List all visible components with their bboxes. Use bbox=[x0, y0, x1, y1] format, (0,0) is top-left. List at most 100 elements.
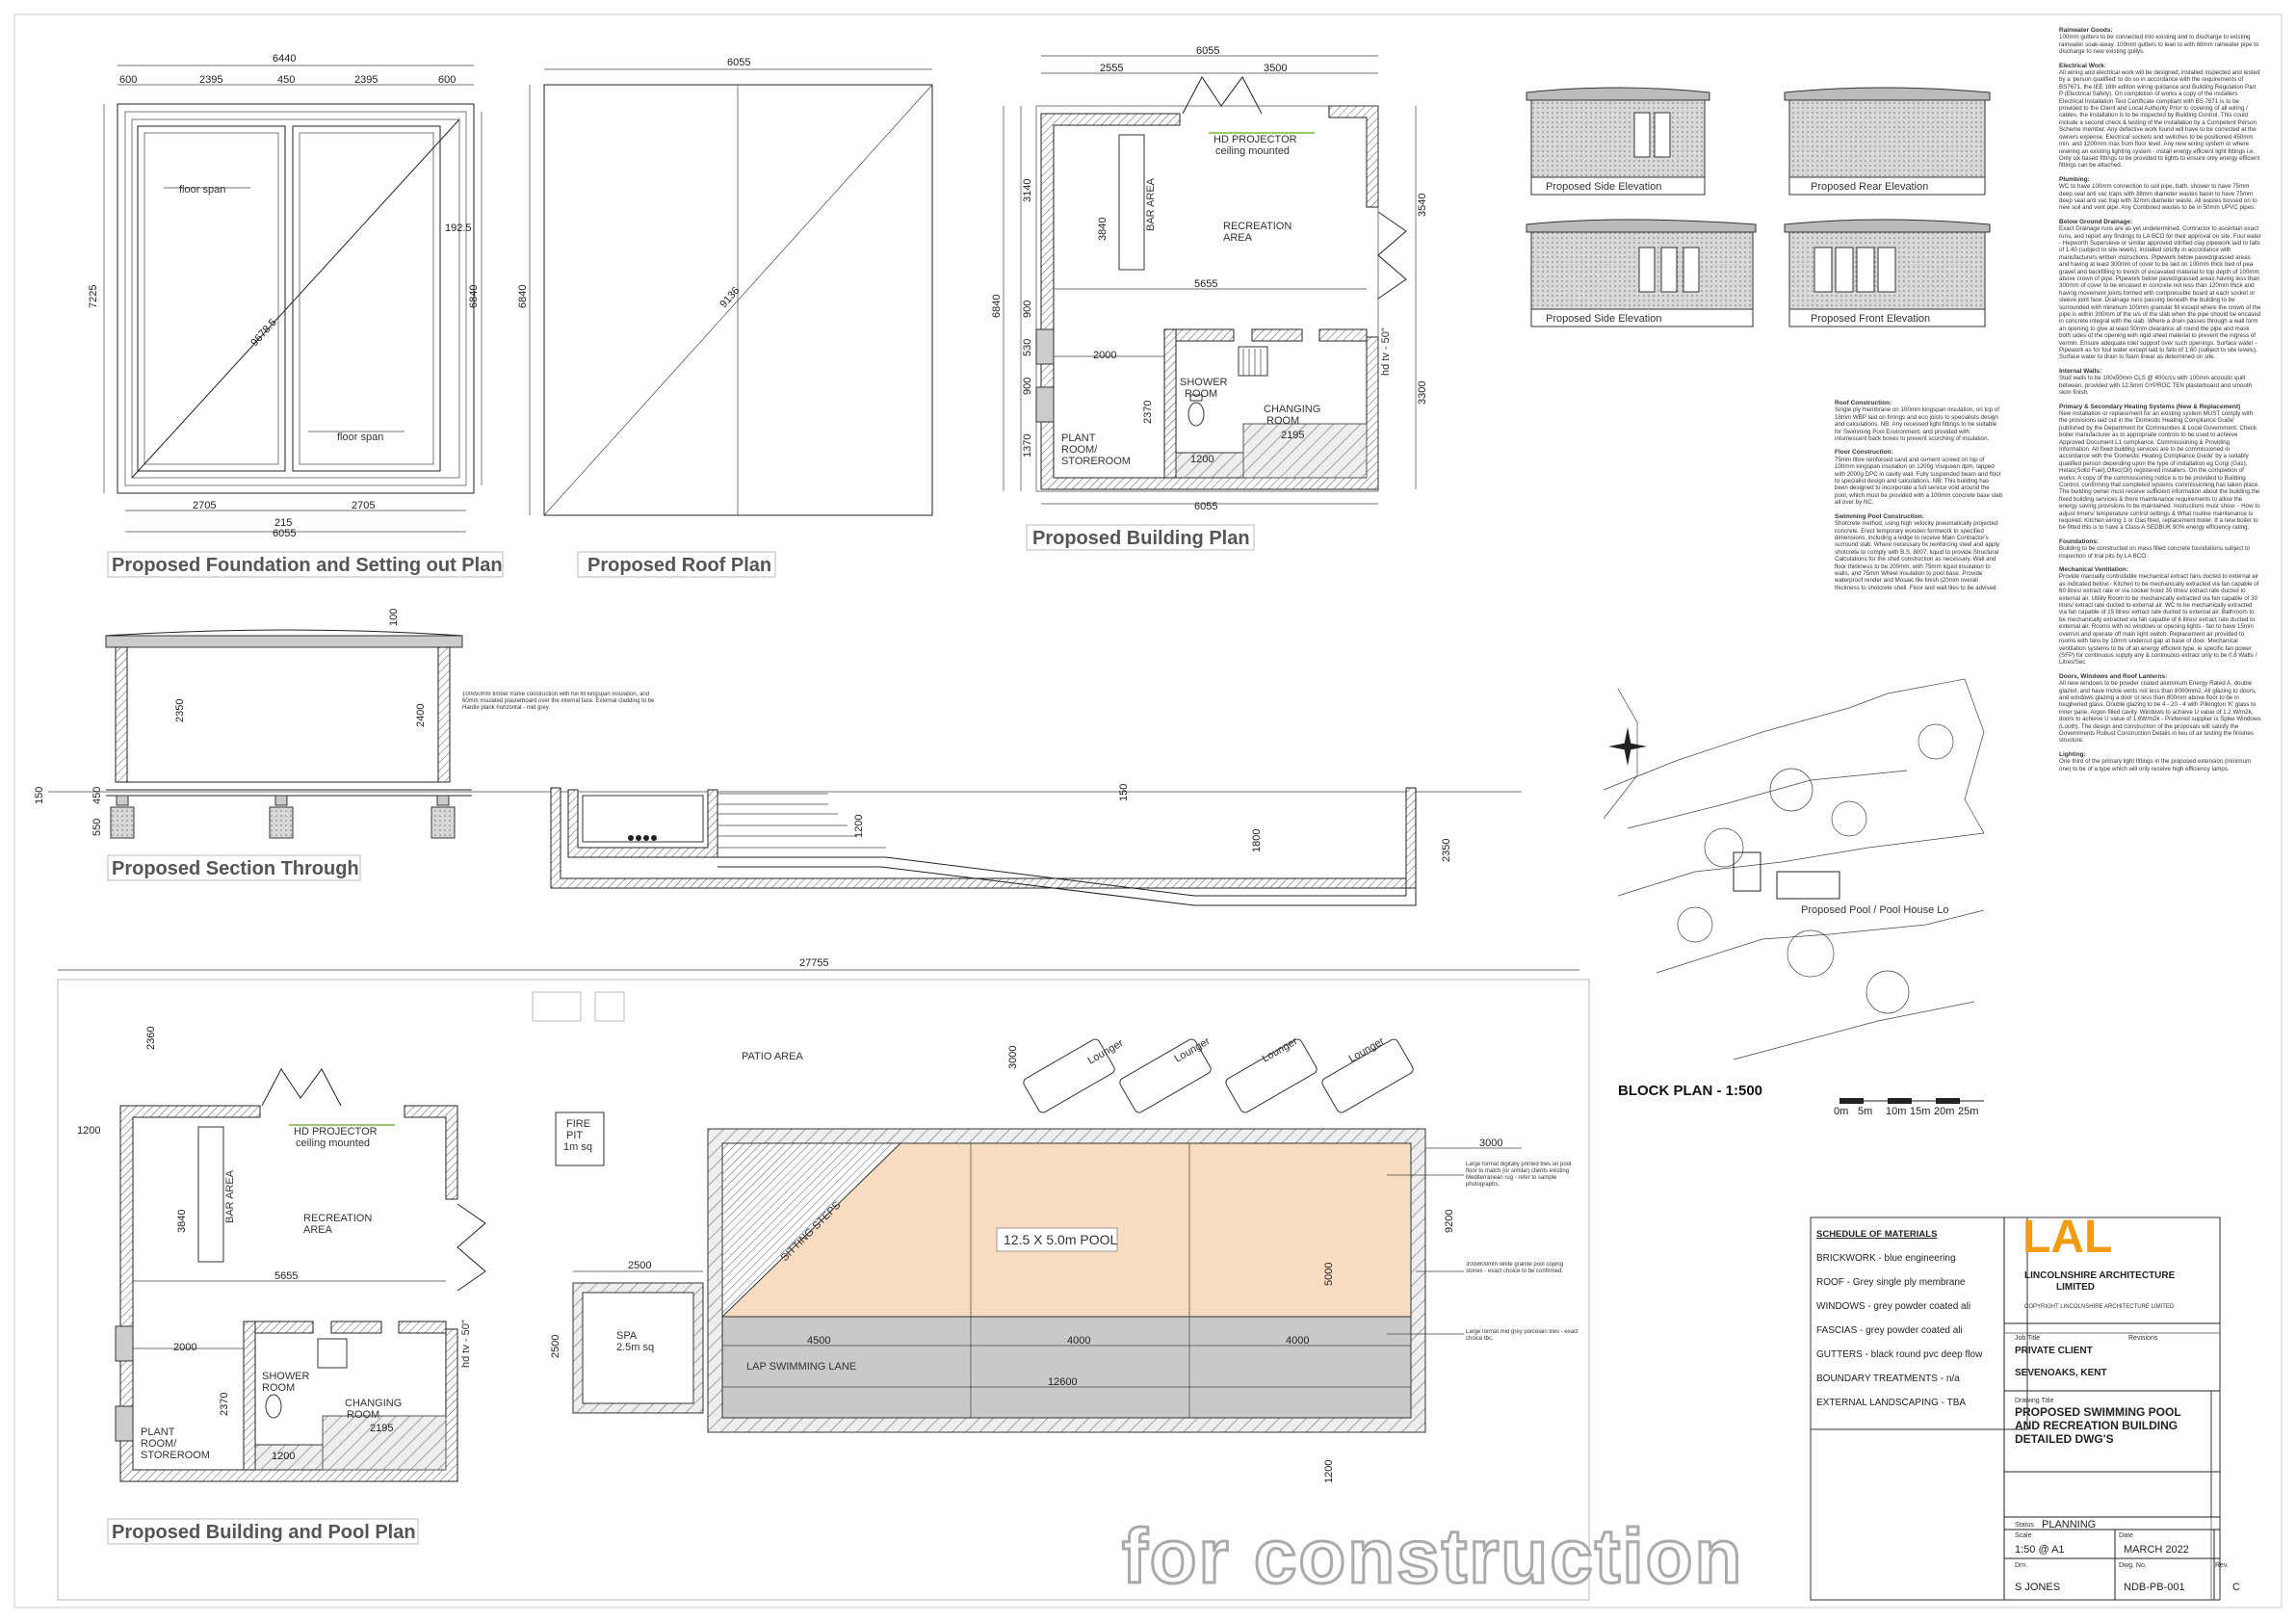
dim-1200-2: 1200 bbox=[272, 1451, 295, 1462]
company-name-2: LIMITED bbox=[2056, 1282, 2095, 1293]
dwg-value: NDB-PB-001 bbox=[2124, 1582, 2185, 1593]
drawn-label: Drn. bbox=[2015, 1562, 2027, 1569]
fire-size-label: 1m sq bbox=[563, 1141, 592, 1153]
sheet-border bbox=[13, 13, 2283, 1609]
dim-bottom-2: 2705 bbox=[352, 500, 375, 511]
spa-label: SPA bbox=[616, 1330, 638, 1342]
lap-lane-label: LAP SWIMMING LANE bbox=[746, 1361, 856, 1373]
schedule-item: WINDOWS - grey powder coated ali bbox=[1816, 1301, 1971, 1312]
plant-label-2: PLANT bbox=[141, 1426, 175, 1438]
sec-dim-2400: 2400 bbox=[415, 704, 427, 727]
section-title: Proposed Section Through bbox=[112, 858, 359, 879]
dim-top-1: 2395 bbox=[199, 74, 222, 86]
building-pool-title: Proposed Building and Pool Plan bbox=[112, 1522, 416, 1543]
note-heading: Foundations: bbox=[2059, 537, 2100, 545]
bar-area-label-2: BAR AREA bbox=[224, 1169, 236, 1223]
schedule-item: FASCIAS - grey powder coated ali bbox=[1816, 1325, 1963, 1336]
side-elevation-1: Proposed Side Elevation bbox=[1526, 87, 1710, 196]
schedule-of-materials: SCHEDULE OF MATERIALS BRICKWORK - blue e… bbox=[1813, 1219, 2003, 1427]
sec-dim-2350b: 2350 bbox=[1441, 839, 1452, 862]
dim-left-900b: 900 bbox=[1022, 378, 1033, 395]
roof-plan: 6055 6840 9136 Proposed Roof Plan bbox=[517, 57, 933, 578]
dim-top-3: 2395 bbox=[354, 74, 378, 86]
note-text: 100mm gutters to be connected into exist… bbox=[2059, 34, 2259, 56]
sec-dim-550: 550 bbox=[91, 819, 103, 836]
drawing-title-3: DETAILED DWG'S bbox=[2015, 1432, 2114, 1446]
note-heading: Below Ground Drainage: bbox=[2059, 218, 2133, 225]
note-heading: Swimming Pool Construction: bbox=[1835, 512, 1924, 520]
schedule-item: BOUNDARY TREATMENTS - n/a bbox=[1816, 1373, 1960, 1384]
status-label: Status bbox=[2015, 1522, 2034, 1529]
spa-size-label: 2.5m sq bbox=[616, 1342, 654, 1353]
schedule-item: GUTTERS - black round pvc deep flow bbox=[1816, 1349, 1983, 1360]
note-text: WC to have 100mm connection to soil pipe… bbox=[2059, 183, 2257, 212]
plant-label: PLANT bbox=[1061, 432, 1096, 444]
dim-left: 7225 bbox=[88, 285, 99, 308]
foundation-title: Proposed Foundation and Setting out Plan bbox=[112, 555, 503, 576]
scale-15: 15m bbox=[1910, 1106, 1930, 1117]
ceiling-mounted-label-2: ceiling mounted bbox=[296, 1138, 370, 1149]
pool-dim-9200: 9200 bbox=[1444, 1210, 1455, 1233]
pool-dim-12600: 12600 bbox=[1048, 1376, 1078, 1388]
building-title: Proposed Building Plan bbox=[1032, 528, 1250, 549]
dim-bottom-0: 2705 bbox=[193, 500, 216, 511]
note-grey: Large format mid grey porcelain tiles - … bbox=[1466, 1329, 1578, 1342]
dim-2000-2: 2000 bbox=[173, 1342, 196, 1353]
pit-label: PIT bbox=[566, 1130, 583, 1141]
shower-label: SHOWER bbox=[1180, 377, 1228, 388]
note-heading: Electrical Work: bbox=[2059, 62, 2107, 69]
note-text: Building to be constructed on mass fille… bbox=[2059, 545, 2251, 560]
foundation-plan: floor span floor span 6440 600 2395 450 … bbox=[88, 53, 504, 578]
client: PRIVATE CLIENT bbox=[2015, 1346, 2093, 1356]
note-coping: 300x600mm white granite pool coping ston… bbox=[1466, 1262, 1564, 1274]
schedule-item: ROOF - Grey single ply membrane bbox=[1816, 1277, 1966, 1288]
dim-2195-2: 2195 bbox=[370, 1423, 393, 1434]
pool-dim-4000b: 4000 bbox=[1286, 1335, 1309, 1347]
building-dim-bottom: 6055 bbox=[1194, 501, 1217, 512]
dim-3840: 3840 bbox=[1097, 218, 1109, 241]
scale-0: 0m bbox=[1834, 1106, 1848, 1117]
elev-side2-label: Proposed Side Elevation bbox=[1546, 313, 1661, 325]
roof-dim-left: 6840 bbox=[517, 285, 529, 308]
dim-diag: 9678.5 bbox=[248, 317, 278, 349]
floor-span-label-2: floor span bbox=[337, 432, 383, 443]
status-value: PLANNING bbox=[2042, 1519, 2096, 1530]
storeroom-label: STOREROOM bbox=[1061, 456, 1131, 467]
hd-tv-label: hd tv - 50" bbox=[1380, 327, 1392, 376]
scale-value: 1:50 @ A1 bbox=[2015, 1544, 2065, 1556]
watermark: for construction bbox=[1120, 1512, 1744, 1601]
job-title-label: Job Title bbox=[2015, 1335, 2040, 1342]
scale-5: 5m bbox=[1858, 1106, 1872, 1117]
note-heading: Lighting: bbox=[2059, 750, 2086, 758]
floor-span-label-1: floor span bbox=[179, 184, 225, 196]
block-title: BLOCK PLAN - 1:500 bbox=[1618, 1083, 1762, 1099]
pool-dim-3000b: 3000 bbox=[1479, 1138, 1502, 1149]
sec-dim-450: 450 bbox=[91, 787, 103, 804]
ceiling-mounted-label: ceiling mounted bbox=[1215, 145, 1290, 157]
elev-front-label: Proposed Front Elevation bbox=[1811, 313, 1930, 325]
elev-side1-label: Proposed Side Elevation bbox=[1546, 181, 1661, 193]
note-text: Single ply membrane on 100mm kingspan in… bbox=[1835, 406, 1999, 443]
dim-total: 6440 bbox=[273, 53, 296, 65]
pool-dim-5000: 5000 bbox=[1323, 1263, 1335, 1286]
drawing-title-1: PROPOSED SWIMMING POOL bbox=[2015, 1405, 2181, 1419]
block-plan: Proposed Pool / Pool House Lo 0m 5m 10m … bbox=[1603, 678, 1985, 1117]
note-heading: Doors, Windows and Roof Lanterns: bbox=[2059, 672, 2168, 680]
section-note: 100x50mm timber frame construction with … bbox=[462, 692, 655, 711]
drawing-title-2: AND RECREATION BUILDING bbox=[2015, 1419, 2178, 1432]
building-plan: HD PROJECTOR ceiling mounted BAR AREA RE… bbox=[991, 45, 1428, 551]
note-text: All new windows to be powder coated alum… bbox=[2059, 680, 2261, 745]
patio-label: PATIO AREA bbox=[742, 1051, 803, 1062]
dim-bottom-total: 6055 bbox=[273, 528, 296, 539]
scale-10: 10m bbox=[1886, 1106, 1906, 1117]
changing-room-label-2: ROOM bbox=[347, 1409, 379, 1421]
changing-room-label: ROOM bbox=[1266, 415, 1299, 427]
date-value: MARCH 2022 bbox=[2124, 1544, 2189, 1556]
loungers: Lounger Lounger Lounger Lounger bbox=[1023, 1035, 1414, 1113]
dim-top-4: 600 bbox=[438, 74, 456, 86]
dim-right-a: 192.5 bbox=[445, 222, 472, 234]
note-heading: Internal Walls: bbox=[2059, 367, 2102, 375]
plant-room-label: ROOM/ bbox=[1061, 444, 1098, 456]
building-dim-2555: 2555 bbox=[1100, 63, 1123, 74]
